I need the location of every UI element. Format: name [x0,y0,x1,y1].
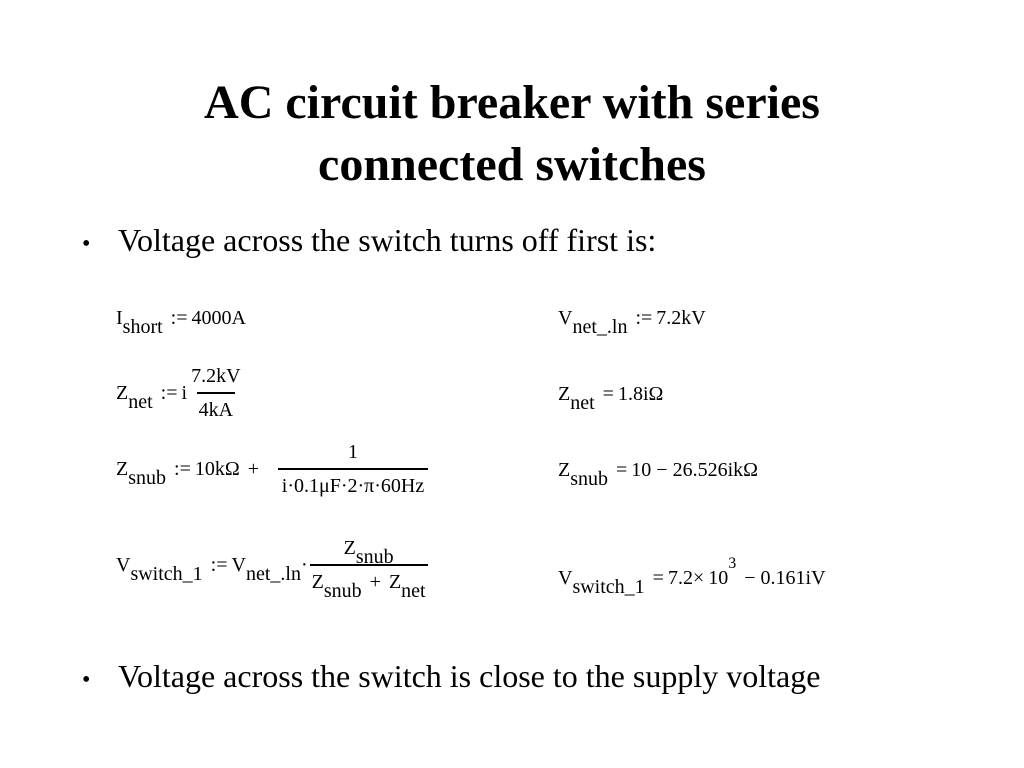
eq-op: := [170,307,188,329]
eq-sub: net [128,391,153,413]
eq-var: Z [116,382,129,404]
eq-sub: snub [570,468,609,490]
eq-exponent: 3 [728,555,737,572]
eq-op: = [616,459,628,481]
bullet-item-2: • Voltage across the switch is close to … [82,656,820,700]
fraction-numerator: Zsnub [342,536,396,568]
bullet-item-1: • Voltage across the switch turns off fi… [82,220,656,264]
den-sub-2: net [401,580,426,602]
eq-var: Z [116,458,129,480]
den-var-1: Z [311,571,324,593]
eq-op: = [652,567,664,589]
eq-var: Z [558,383,571,405]
eq-rhs: 10 − 26.526ikΩ [631,459,758,481]
eq-op: := [210,554,228,576]
eq-sub: short [122,316,163,338]
eq-term: 10kΩ [194,458,240,480]
eq-dot: · [300,554,308,576]
fraction-numerator: 1 [348,441,359,463]
eq-sub: switch_1 [130,563,203,585]
fraction: Zsnub Zsnub + Znet [309,536,428,602]
eq-var: V [116,554,131,576]
eq-rhs: 7.2kV [656,307,706,329]
den-var-2: Z [388,571,402,593]
title-line-2: connected switches [318,138,706,191]
fraction-denominator: Zsnub + Znet [309,564,428,602]
eq-base: 10 [708,567,729,589]
eq-var-2: V [231,554,246,576]
slide-title: AC circuit breaker with series connected… [0,72,1024,196]
title-line-1: AC circuit breaker with series [204,76,820,129]
num-sub: snub [355,546,394,568]
eq-rhs: 1.8iΩ [617,383,664,405]
bullet-text-2: Voltage across the switch is close to th… [118,658,821,694]
fraction-denominator: i·0.1μF·2·π·60Hz [277,468,429,498]
eq-rhs: 4000A [191,307,246,329]
fraction: 1 i·0.1μF·2·π·60Hz [269,440,437,498]
eq-var: I [116,307,123,329]
bullet-text-1: Voltage across the switch turns off firs… [118,222,657,258]
eq-op: := [635,307,653,329]
eq-prefix: i [181,382,188,404]
eq-sub: net_.ln [572,316,628,338]
fraction-denominator: 4kA [196,392,236,422]
fraction-numerator: 7.2kV [191,365,241,387]
eq-tail: − 0.161iV [744,567,826,589]
eq-sub-2: net_.ln [245,563,301,585]
bullet-dot: • [82,231,91,257]
bullet-dot: • [82,667,91,693]
eq-mantissa: 7.2× [667,567,705,589]
eq-sub: snub [128,467,167,489]
eq-var: V [558,567,573,589]
eq-op: = [602,383,614,405]
den-sub-1: snub [323,580,362,602]
eq-op: := [174,458,191,480]
eq-var: Z [558,459,571,481]
fraction: 7.2kV 4kA [189,364,242,422]
eq-sub: net [570,392,595,414]
eq-var: V [558,307,573,329]
eq-plus: + [247,458,260,480]
num-var: Z [343,537,356,559]
eq-sub: switch_1 [572,576,645,598]
eq-op: := [160,382,178,404]
den-plus: + [369,571,381,593]
